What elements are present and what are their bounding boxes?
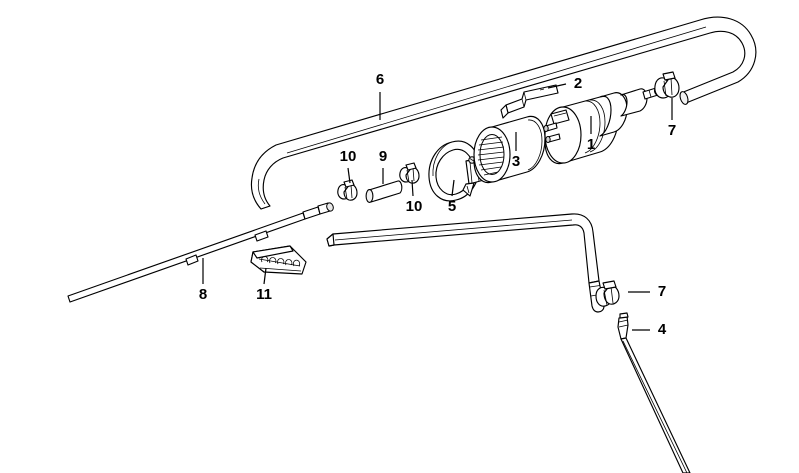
callout-2: 2: [547, 75, 582, 92]
part-connector-tube: [365, 180, 403, 203]
leader-line-10-left: [347, 167, 351, 184]
part-line-clip: [250, 245, 307, 275]
callout-label-1: 1: [587, 136, 595, 153]
callout-11: 11: [256, 267, 272, 303]
callout-1: 1: [587, 116, 595, 153]
callout-10-right: 10: [406, 179, 423, 215]
callout-7-bottom: 7: [628, 283, 666, 300]
part-fuel-line-rod: [67, 202, 334, 303]
callout-layer: 6 2 7 1 3: [199, 71, 676, 338]
callout-label-11: 11: [256, 286, 272, 303]
callout-label-10-right: 10: [406, 198, 423, 215]
callout-label-7-bottom: 7: [658, 283, 666, 300]
part-center-hose: [326, 213, 605, 313]
callout-label-4: 4: [658, 321, 667, 338]
part-hose-clamp-top: [654, 71, 680, 99]
callout-7-top: 7: [668, 98, 676, 139]
leader-line-10-right: [411, 179, 414, 197]
part-rubber-bushing: [473, 115, 546, 184]
callout-label-3: 3: [512, 153, 520, 170]
callout-label-10-left: 10: [340, 148, 357, 165]
leader-line-11: [263, 267, 267, 285]
callout-label-5: 5: [448, 198, 456, 215]
part-fuel-pump: [543, 87, 661, 165]
callout-6: 6: [376, 71, 384, 120]
callout-5: 5: [448, 179, 456, 215]
part-retaining-bracket: [500, 84, 559, 119]
callout-label-7-top: 7: [668, 122, 676, 139]
part-hose-clamp-right: [399, 162, 420, 184]
callout-10-left: 10: [340, 148, 357, 184]
callout-label-2: 2: [574, 75, 582, 92]
callout-4: 4: [632, 321, 667, 338]
callout-label-8: 8: [199, 286, 207, 303]
callout-8: 8: [199, 258, 207, 303]
callout-label-6: 6: [376, 71, 384, 88]
callout-label-9: 9: [379, 148, 387, 165]
callout-3: 3: [512, 132, 520, 170]
part-long-fuel-hose: [250, 16, 757, 210]
part-spray-nozzle: [617, 312, 691, 473]
leader-line-2: [547, 83, 567, 89]
part-hose-clamp-left: [337, 179, 358, 201]
part-hose-clamp-bottom: [595, 280, 620, 307]
leader-line-5: [451, 179, 455, 197]
callout-9: 9: [379, 148, 387, 184]
